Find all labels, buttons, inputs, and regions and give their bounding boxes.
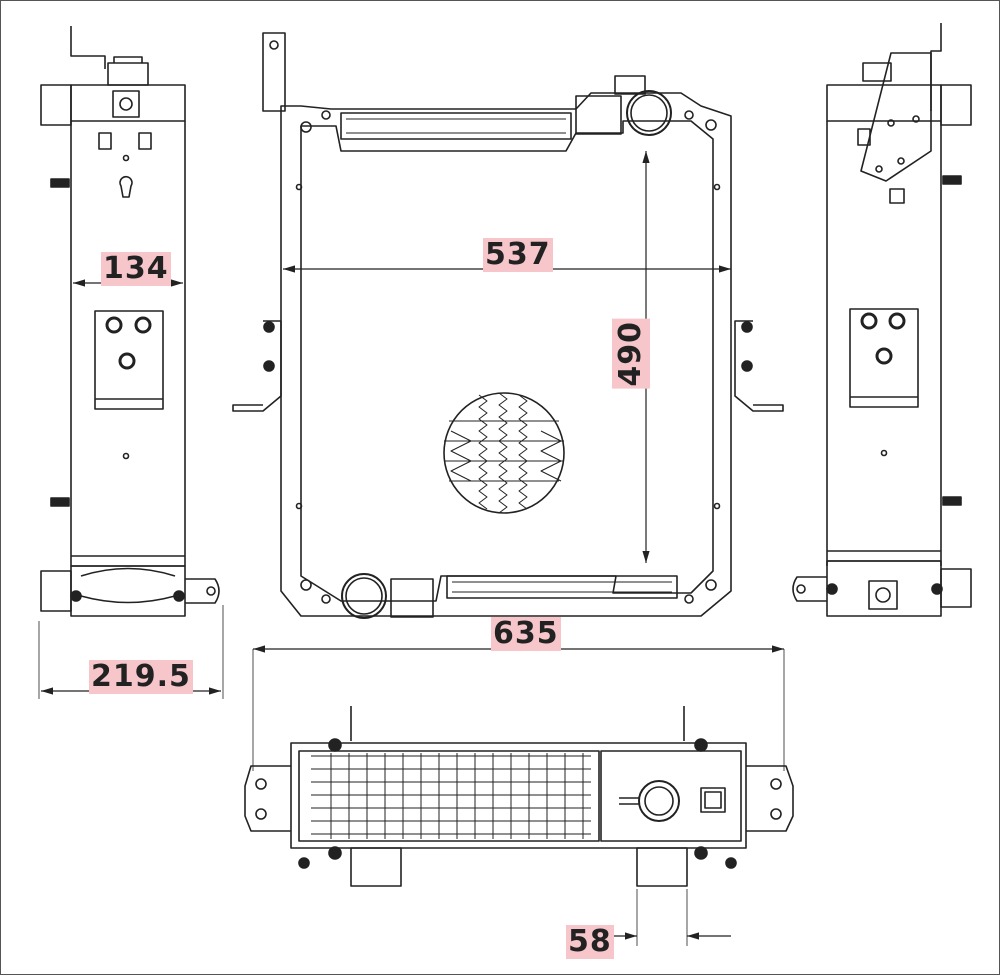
dim-label-134: 134 (101, 251, 171, 286)
dim-label-219-5: 219.5 (89, 659, 193, 694)
dim-label-635: 635 (491, 616, 561, 651)
front-view (232, 32, 784, 619)
dim-label-58: 58 (566, 924, 614, 959)
dim-label-537: 537 (483, 237, 553, 272)
dim-label-490: 490 (612, 319, 650, 389)
bottom-view (244, 706, 794, 887)
right-side-view (792, 23, 972, 617)
left-side-view (40, 26, 220, 617)
